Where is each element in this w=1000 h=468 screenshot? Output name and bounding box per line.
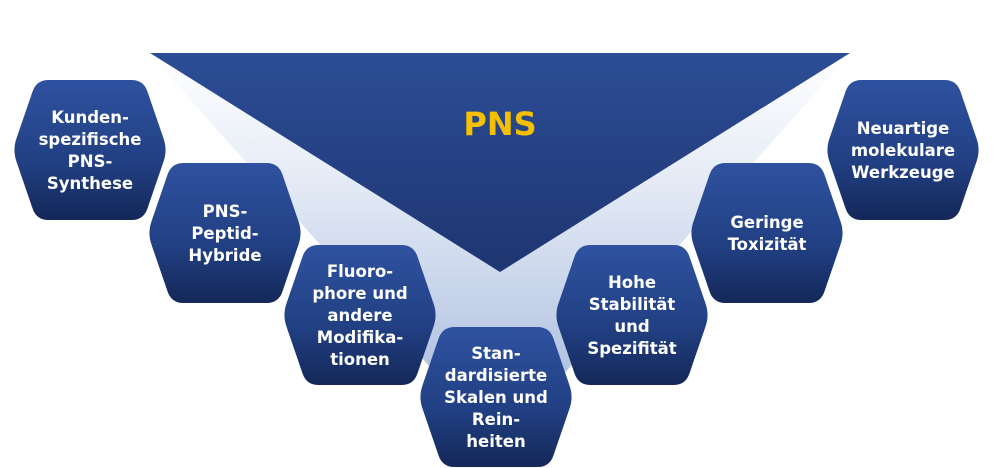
hexagon-shape [14, 80, 166, 220]
hexagon-shape [556, 245, 708, 385]
hexagon-shape [284, 245, 436, 385]
hexagon-label-line: Neuartige [857, 119, 950, 138]
hexagon-label-line: heiten [466, 432, 525, 451]
hexagon-label-line: PNS- [68, 152, 113, 171]
hexagon-label-line: tionen [330, 350, 390, 369]
hexagon-shape [691, 163, 843, 303]
pns-triangle [150, 53, 850, 272]
hexagon-label-line: Peptid- [191, 224, 258, 243]
hexagon-label-line: Modifika- [317, 328, 403, 347]
hexagon-label-line: Hohe [608, 273, 656, 292]
hexagon-label-line: phore und [312, 284, 407, 303]
hexagon-label-line: Stan- [471, 344, 521, 363]
hexagon-label-line: Stabilität [589, 295, 676, 314]
hexagon-label-line: Werkzeuge [851, 163, 954, 182]
diagram-title: PNS [463, 105, 536, 143]
hexagon-label-line: molekulare [851, 141, 955, 160]
hexagon-label-line: PNS- [203, 202, 248, 221]
hexagon-peptid: PNS- Peptid- Hybride [149, 163, 301, 303]
hexagon-label-line: Skalen und [444, 388, 548, 407]
hexagon-label-line: Kunden- [51, 108, 129, 127]
hexagon-label-line: Rein- [472, 410, 520, 429]
hexagon-label-line: Toxizität [728, 235, 807, 254]
hexagon-layer: Kunden-spezifischePNS-SynthesePNS-Peptid… [14, 80, 979, 467]
hexagon-label-line: andere [327, 306, 392, 325]
hexagon-shape [827, 80, 979, 220]
hexagon-label-line: Synthese [47, 174, 133, 193]
hexagon-label-line: spezifische [39, 130, 142, 149]
hexagon-label-line: Spezifität [587, 339, 676, 358]
hexagon-label-line: dardisierte [445, 366, 547, 385]
hexagon-label-line: und [614, 317, 649, 336]
hexagon-label-line: Hybride [188, 246, 261, 265]
hexagon-shape [420, 327, 572, 467]
hexagon-shape [149, 163, 301, 303]
hexagon-label-line: Geringe [730, 213, 803, 232]
hexagon-label-line: Fluoro- [327, 262, 393, 281]
